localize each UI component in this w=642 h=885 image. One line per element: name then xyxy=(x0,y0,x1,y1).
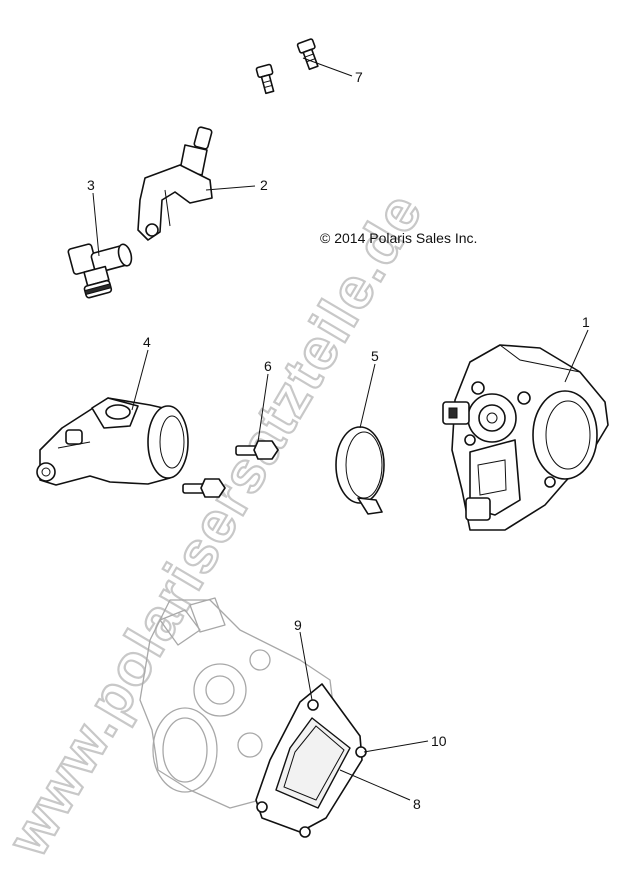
callout-5: 5 xyxy=(371,348,379,364)
callout-6: 6 xyxy=(264,358,272,374)
callout-2: 2 xyxy=(260,177,268,193)
part-6-bolts xyxy=(182,440,279,498)
part-8-cover xyxy=(255,683,363,833)
part-7-bolts xyxy=(255,38,319,95)
leader-lines xyxy=(92,57,589,801)
part-9-screw xyxy=(307,699,319,711)
callout-3: 3 xyxy=(87,177,95,193)
part-10-screws xyxy=(256,746,367,838)
watermark: www.polarisersatzteile.de xyxy=(0,181,435,867)
part-5-clamp xyxy=(335,426,385,515)
callout-8: 8 xyxy=(413,796,421,812)
callout-7: 7 xyxy=(355,69,363,85)
callout-1: 1 xyxy=(582,314,590,330)
callout-4: 4 xyxy=(143,334,151,350)
part-4-intake-adapter xyxy=(36,397,189,486)
part-2-fuel-rail xyxy=(137,126,213,241)
copyright-text: © 2014 Polaris Sales Inc. xyxy=(320,230,477,246)
callout-9: 9 xyxy=(294,617,302,633)
part-1-throttle-body xyxy=(442,344,609,531)
callout-10: 10 xyxy=(431,733,447,749)
part-3-fuel-injector xyxy=(67,243,133,299)
